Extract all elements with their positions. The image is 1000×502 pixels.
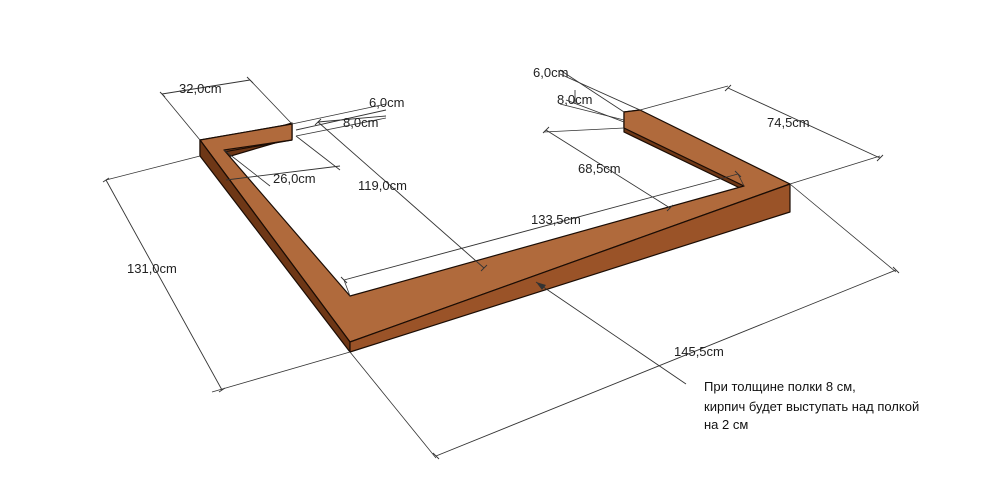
dim-outer-length: 145,5cm	[674, 344, 724, 359]
dimension-lines	[102, 73, 900, 460]
dim-right-width: 74,5cm	[767, 115, 810, 130]
dim-right-height-offset: 8,0cm	[557, 92, 592, 107]
dim-right-inner-width: 68,5cm	[578, 161, 621, 176]
note: При толщине полки 8 см, кирпич будет выс…	[704, 379, 919, 432]
dim-left-width: 32,0cm	[179, 81, 222, 96]
note-line-2: кирпич будет выступать над полкой	[704, 399, 919, 414]
note-leader-line	[535, 281, 687, 385]
dim-left-inner-width: 26,0cm	[273, 171, 316, 186]
front-face	[349, 183, 791, 353]
note-line-1: При толщине полки 8 см,	[704, 379, 856, 394]
wooden-frame	[199, 109, 791, 353]
dim-inner-length: 133,5cm	[531, 212, 581, 227]
dim-left-top-offset: 6,0cm	[369, 95, 404, 110]
dim-right-top-offset: 6,0cm	[533, 65, 568, 80]
extension-lines	[105, 69, 897, 459]
dim-inner-depth: 119,0cm	[358, 178, 407, 193]
dim-left-height-offset: 8,0cm	[343, 115, 378, 130]
note-leader-arrow	[536, 282, 546, 290]
note-line-3: на 2 см	[704, 417, 748, 432]
dim-outer-depth: 131,0cm	[127, 261, 177, 276]
dimension-labels: 32,0cm 6,0cm 8,0cm 26,0cm 119,0cm 131,0c…	[127, 65, 810, 359]
